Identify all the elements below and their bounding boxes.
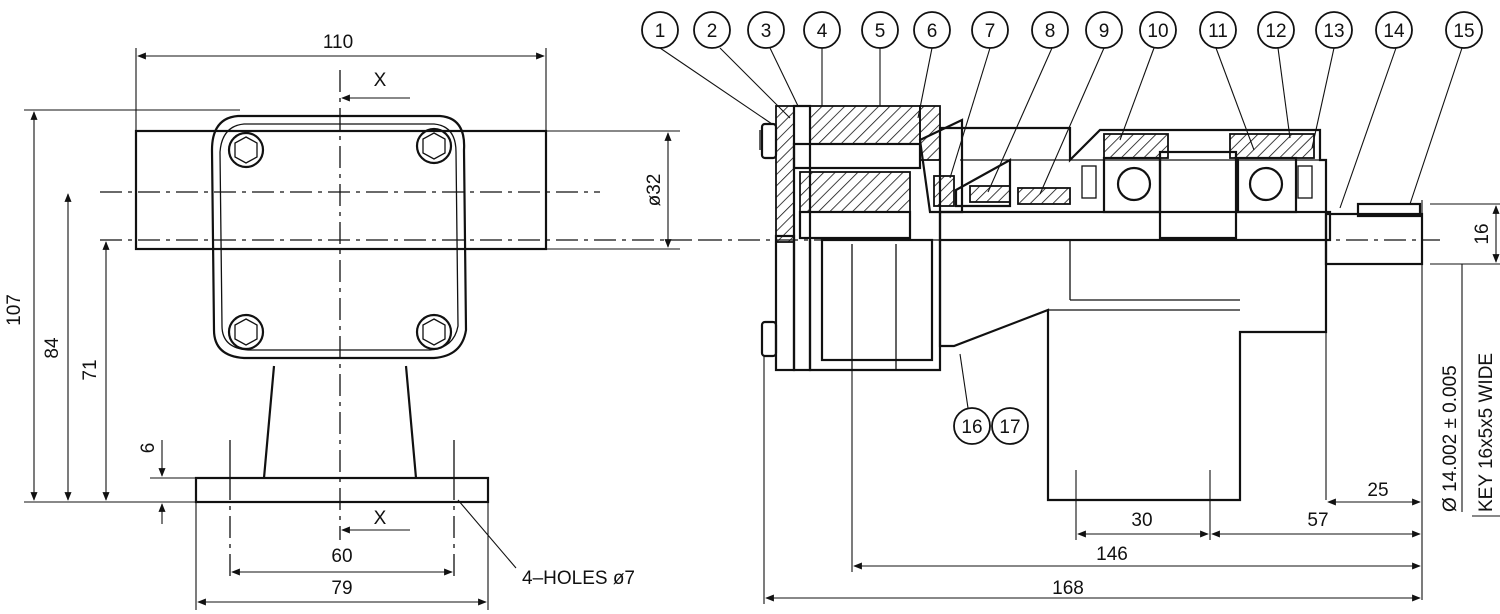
bearing-left [1102,156,1162,214]
callout-3: 3 [747,11,785,49]
dim-79: 79 [331,578,352,599]
cover-bolt-top [760,122,778,160]
bolt-icon [415,127,453,165]
callout-label: 9 [1099,21,1110,42]
impeller-hub [798,210,912,240]
spacer [1158,150,1238,240]
cover-bolt-bottom [760,320,778,358]
section-view: 30 57 25 146 168 16 Ø 14.002 ± 0.005 KEY… [700,104,1500,604]
callout-11: 11 [1199,11,1237,49]
callout-label: 16 [961,417,982,438]
callout-10: 10 [1139,11,1177,49]
callout-13: 13 [1315,11,1353,49]
pump-body-outline [210,114,468,360]
callout-label: 13 [1323,21,1344,42]
callout-2: 2 [693,11,731,49]
shaft-key [1356,202,1422,218]
callout-1: 1 [641,11,679,49]
callout-4: 4 [803,11,841,49]
callout-label: 14 [1383,21,1405,42]
seal-hatched [933,175,955,207]
dim-168: 168 [1052,578,1084,599]
stand-legs [262,365,418,479]
dim-71: 71 [80,359,101,380]
dim-60: 60 [331,546,352,567]
shaft-diameter-note: Ø 14.002 ± 0.005 [1440,365,1461,512]
callout-label: 5 [875,21,886,42]
callout-12: 12 [1257,11,1295,49]
end-cover-hatched [775,105,795,243]
dim-30: 30 [1131,510,1152,531]
end-cover [774,234,796,372]
callout-6: 6 [913,11,951,49]
shaft [938,210,1332,242]
callout-14: 14 [1375,11,1413,49]
dim-110: 110 [323,32,353,53]
callout-9: 9 [1085,11,1123,49]
bolt-icon [227,131,265,169]
holes-note: 4–HOLES ø7 [522,568,635,589]
pump-body-inner [219,123,459,351]
callout-label: 10 [1147,21,1168,42]
callout-label: 2 [707,21,718,42]
port-body [134,129,548,251]
callout-label: 6 [927,21,938,42]
callout-label: 1 [655,21,666,42]
dim-107: 107 [4,294,25,326]
callout-label: 4 [817,21,828,42]
cam-area [792,142,922,170]
housing-lines [851,244,897,370]
key-note: KEY 16x5x5 WIDE [1476,353,1497,512]
bearing-cover-left [1103,133,1169,159]
callout-17: 17 [991,407,1029,445]
front-view: 110 X 107 84 71 6 ø32 X 60 [4,32,700,610]
dim-key-16: 16 [1472,223,1493,244]
bearing-right [1236,156,1298,214]
dim-6: 6 [138,443,159,454]
callout-label: 11 [1208,21,1228,42]
base-plate [194,476,490,504]
callout-5: 5 [861,11,899,49]
mark-x-bottom: X [374,508,387,529]
dim-57: 57 [1307,510,1328,531]
bolt-icon [227,313,265,351]
callout-label: 17 [999,417,1020,438]
callout-label: 7 [985,21,996,42]
stand-ribs [229,440,455,478]
bearing-housing [938,126,1328,502]
impeller-hatched [799,171,911,213]
housing-lower [808,240,942,372]
callout-15: 15 [1445,11,1483,49]
dim-84: 84 [42,337,63,359]
housing-lower-inner [820,238,934,362]
callout-8: 8 [1031,11,1069,49]
shaft-end [1324,212,1424,266]
bearing-cover-right [1229,133,1315,159]
seal-ring-hatched [969,185,1011,203]
bolt-icon [415,313,453,351]
callout-7: 7 [971,11,1009,49]
dim-25: 25 [1367,480,1388,501]
callout-label: 15 [1453,21,1474,42]
callout-label: 12 [1265,21,1286,42]
callouts [659,47,1463,409]
dim-dia-32: ø32 [644,174,665,207]
sleeve-hatched [1017,187,1071,205]
callout-label: 3 [761,21,772,42]
dim-146: 146 [1096,544,1128,565]
mark-x-top: X [374,70,387,91]
pump-body-hatched [809,105,921,145]
callout-16: 16 [953,407,991,445]
callout-label: 8 [1045,21,1056,42]
